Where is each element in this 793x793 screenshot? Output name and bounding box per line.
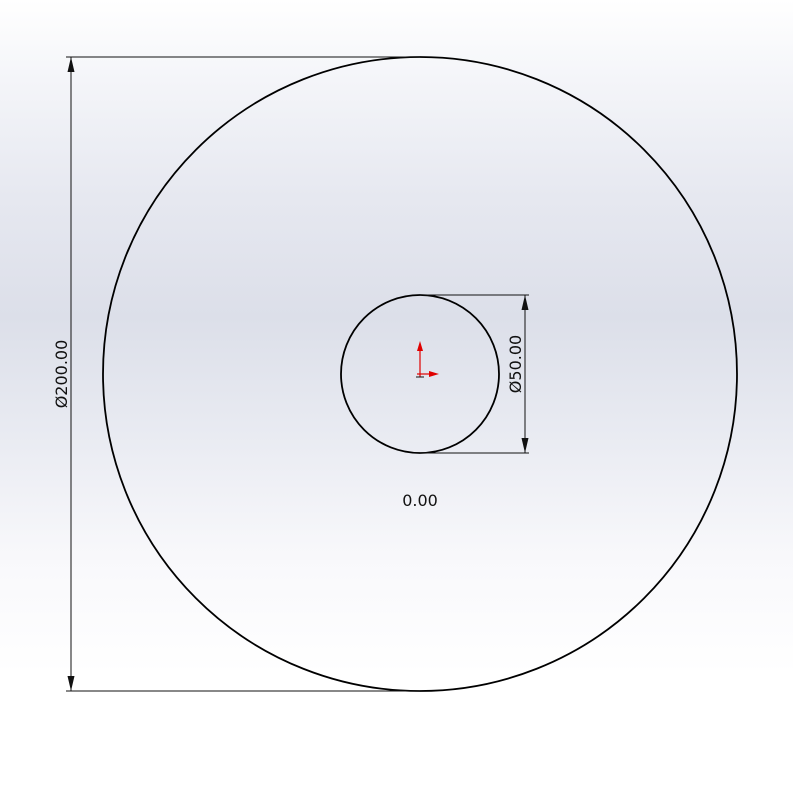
outer-diameter-label[interactable]: Ø200.00	[52, 340, 71, 409]
center-value-label[interactable]: 0.00	[402, 491, 438, 510]
inner-diameter-label[interactable]: Ø50.00	[506, 335, 525, 393]
outer-dim-arrow-bottom	[67, 676, 75, 691]
inner-dim-arrow-top	[521, 295, 529, 310]
outer-diameter-dimension[interactable]: Ø200.00	[52, 56, 420, 692]
origin-y-arrowhead	[417, 341, 423, 351]
inner-diameter-dimension[interactable]: Ø50.00	[420, 294, 529, 454]
origin-x-arrowhead	[429, 371, 439, 377]
inner-dim-arrow-bottom	[521, 438, 529, 453]
outer-dim-arrow-top	[67, 57, 75, 72]
origin-axes-icon	[416, 341, 439, 378]
